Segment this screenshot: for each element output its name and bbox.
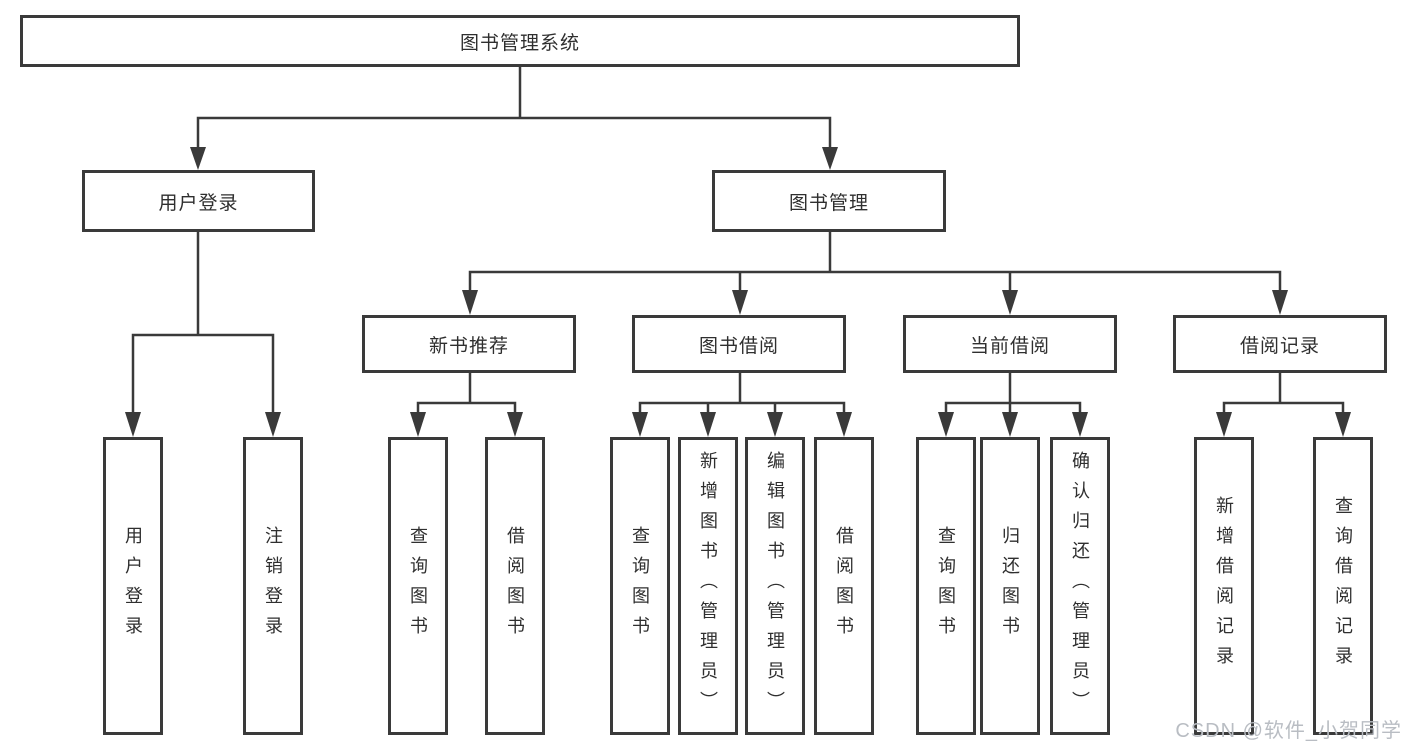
leaf-user-login: 用户登录: [103, 437, 163, 735]
leaf-label: 注销登录: [263, 526, 283, 646]
leaf-add-books-admin: 新增图书（管理员）: [678, 437, 738, 735]
watermark: CSDN @软件_小贺同学: [1175, 720, 1402, 742]
node-label: 图书管理: [788, 192, 869, 214]
node-label: 图书借阅: [698, 335, 779, 357]
leaf-return-books: 归还图书: [980, 437, 1040, 735]
leaf-query-books: 查询图书: [916, 437, 976, 735]
leaf-label: 借阅图书: [505, 526, 525, 646]
node-new-book-recommend: 新书推荐: [362, 315, 576, 373]
node-label: 新书推荐: [428, 335, 509, 357]
node-book-borrowing: 图书借阅: [632, 315, 846, 373]
leaf-label: 查询图书: [630, 526, 650, 646]
leaf-label: 编辑图书（管理员）: [765, 451, 785, 721]
leaf-label: 新增图书（管理员）: [698, 451, 718, 721]
node-borrowing-records: 借阅记录: [1173, 315, 1387, 373]
leaf-logout: 注销登录: [243, 437, 303, 735]
leaf-label: 确认归还（管理员）: [1070, 451, 1090, 721]
leaf-confirm-return-admin: 确认归还（管理员）: [1050, 437, 1110, 735]
leaf-label: 用户登录: [123, 526, 143, 646]
leaf-edit-books-admin: 编辑图书（管理员）: [745, 437, 805, 735]
leaf-query-books: 查询图书: [610, 437, 670, 735]
node-library-management-system: 图书管理系统: [20, 15, 1020, 67]
node-user-login: 用户登录: [82, 170, 315, 232]
leaf-label: 借阅图书: [834, 526, 854, 646]
leaf-add-borrow-record: 新增借阅记录: [1194, 437, 1254, 735]
leaf-borrow-books: 借阅图书: [814, 437, 874, 735]
node-label: 用户登录: [158, 192, 239, 214]
node-label: 图书管理系统: [459, 32, 580, 54]
leaf-label: 归还图书: [1000, 526, 1020, 646]
leaf-label: 新增借阅记录: [1214, 496, 1234, 676]
node-book-management: 图书管理: [712, 170, 946, 232]
leaf-query-borrow-record: 查询借阅记录: [1313, 437, 1373, 735]
node-label: 当前借阅: [969, 335, 1050, 357]
leaf-borrow-books: 借阅图书: [485, 437, 545, 735]
node-current-borrowing: 当前借阅: [903, 315, 1117, 373]
leaf-query-books: 查询图书: [388, 437, 448, 735]
leaf-label: 查询图书: [408, 526, 428, 646]
leaf-label: 查询图书: [936, 526, 956, 646]
leaf-label: 查询借阅记录: [1333, 496, 1353, 676]
node-label: 借阅记录: [1239, 335, 1320, 357]
